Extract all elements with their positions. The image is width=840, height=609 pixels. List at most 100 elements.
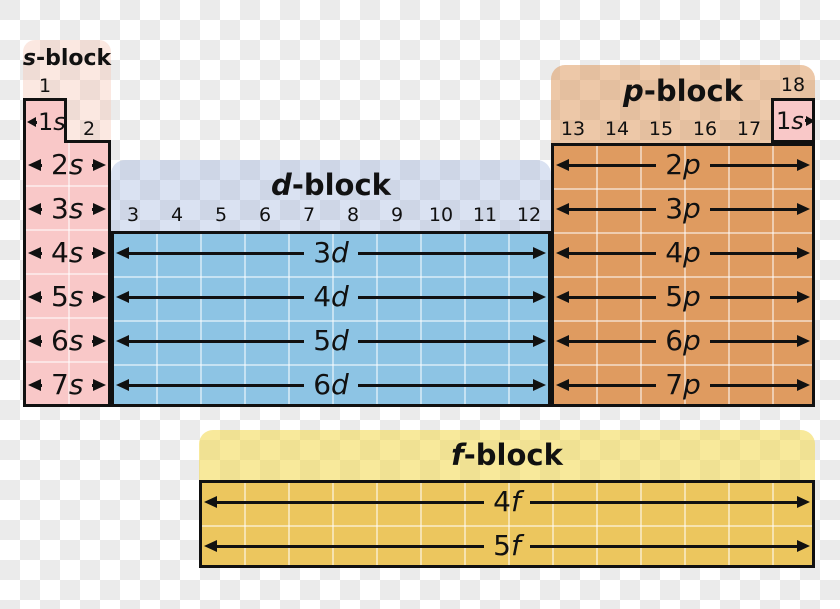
orbital-label: 1s bbox=[776, 106, 804, 135]
arrow-line bbox=[804, 119, 806, 122]
row-4d: 4d bbox=[111, 275, 551, 319]
orbital-label: 4d bbox=[313, 280, 349, 313]
row-3p: 3p bbox=[551, 187, 815, 231]
arrow-left-icon bbox=[556, 203, 569, 215]
group-number-10: 10 bbox=[428, 204, 454, 226]
orbital-label: 1s bbox=[38, 108, 66, 136]
arrow-left-icon bbox=[28, 159, 41, 171]
arrow-left-icon bbox=[116, 291, 129, 303]
arrow-right-icon bbox=[93, 203, 107, 215]
arrow-line bbox=[709, 383, 798, 387]
arrow-left-icon bbox=[556, 379, 569, 391]
orbital-label: 3p bbox=[665, 192, 701, 225]
f-block-body bbox=[199, 480, 815, 568]
arrow-right-icon bbox=[797, 496, 810, 508]
arrow-right-icon bbox=[797, 203, 811, 215]
arrow-line bbox=[709, 295, 798, 299]
arrow-line bbox=[529, 500, 797, 504]
arrow-right-icon bbox=[797, 379, 811, 391]
arrow-line bbox=[41, 339, 42, 343]
arrow-left-icon bbox=[28, 335, 41, 347]
block-letter: p bbox=[623, 74, 644, 108]
orbital-label: 3d bbox=[313, 236, 349, 269]
orbital-label: 7p bbox=[665, 368, 701, 401]
arrow-right-icon bbox=[797, 159, 811, 171]
arrow-left-icon bbox=[116, 335, 129, 347]
arrow-right-icon bbox=[93, 379, 107, 391]
orbital-label: 6p bbox=[665, 324, 701, 357]
arrow-line bbox=[129, 339, 305, 343]
arrow-line bbox=[92, 251, 94, 255]
arrow-line bbox=[41, 383, 42, 387]
arrow-left-icon bbox=[28, 291, 41, 303]
arrow-right-icon bbox=[533, 291, 547, 303]
orbital-label: 4s bbox=[51, 236, 84, 269]
arrow-line bbox=[529, 544, 797, 548]
orbital-label: 6d bbox=[313, 368, 349, 401]
arrow-line bbox=[92, 163, 94, 167]
arrow-line bbox=[217, 544, 485, 548]
row-5p: 5p bbox=[551, 275, 815, 319]
group-number-12: 12 bbox=[516, 204, 542, 226]
arrow-line bbox=[709, 163, 798, 167]
group-number-16: 16 bbox=[692, 118, 718, 140]
arrow-right-icon bbox=[797, 335, 811, 347]
arrow-right-icon bbox=[93, 335, 107, 347]
arrow-right-icon bbox=[797, 540, 810, 552]
d-block-body bbox=[111, 231, 551, 407]
block-letter: f bbox=[451, 438, 464, 472]
cell-1s: 1s bbox=[23, 98, 67, 143]
d-block-title: d-block bbox=[111, 168, 551, 202]
arrow-right-icon bbox=[533, 247, 547, 259]
group-number-14: 14 bbox=[604, 118, 630, 140]
group-number-2: 2 bbox=[82, 118, 96, 140]
row-3s: 3s bbox=[23, 187, 111, 231]
arrow-left-icon bbox=[556, 291, 569, 303]
arrow-left-icon bbox=[556, 335, 569, 347]
arrow-line bbox=[569, 163, 657, 167]
arrow-line bbox=[41, 207, 42, 211]
row-7p: 7p bbox=[551, 363, 815, 407]
block-suffix: -block bbox=[291, 168, 391, 202]
arrow-line bbox=[129, 383, 305, 387]
arrow-line bbox=[41, 251, 42, 255]
arrow-left-icon bbox=[204, 540, 217, 552]
arrow-line bbox=[36, 120, 37, 124]
orbital-label: 4f bbox=[493, 485, 521, 518]
row-3d: 3d bbox=[111, 231, 551, 275]
orbital-label: 5p bbox=[665, 280, 701, 313]
arrow-line bbox=[357, 383, 534, 387]
f-block-title: f-block bbox=[199, 438, 815, 472]
f-block-label-bg bbox=[199, 430, 815, 480]
arrow-left-icon bbox=[28, 247, 41, 259]
arrow-line bbox=[41, 163, 42, 167]
group-number-6: 6 bbox=[258, 204, 272, 226]
arrow-right-icon bbox=[93, 159, 107, 171]
block-letter: s bbox=[22, 45, 36, 71]
arrow-line bbox=[569, 339, 657, 343]
p-block-title: p-block bbox=[551, 74, 815, 108]
arrow-line bbox=[709, 251, 798, 255]
arrow-left-icon bbox=[116, 247, 129, 259]
group-number-15: 15 bbox=[648, 118, 674, 140]
orbital-label: 3s bbox=[51, 192, 84, 225]
orbital-label: 2s bbox=[51, 148, 84, 181]
row-4s: 4s bbox=[23, 231, 111, 275]
row-5s: 5s bbox=[23, 275, 111, 319]
row-4f: 4f bbox=[199, 480, 815, 524]
arrow-right-icon bbox=[797, 291, 811, 303]
arrow-right-icon bbox=[93, 247, 107, 259]
row-5f: 5f bbox=[199, 524, 815, 568]
arrow-line bbox=[357, 295, 534, 299]
group-number-18: 18 bbox=[780, 74, 806, 96]
arrow-left-icon bbox=[28, 203, 41, 215]
arrow-left-icon bbox=[556, 159, 569, 171]
group-number-17: 17 bbox=[736, 118, 762, 140]
arrow-left-icon bbox=[556, 247, 569, 259]
arrow-line bbox=[41, 295, 42, 299]
row-6p: 6p bbox=[551, 319, 815, 363]
s-block-body bbox=[23, 143, 111, 407]
arrow-left-icon bbox=[28, 379, 41, 391]
arrow-line bbox=[92, 383, 94, 387]
